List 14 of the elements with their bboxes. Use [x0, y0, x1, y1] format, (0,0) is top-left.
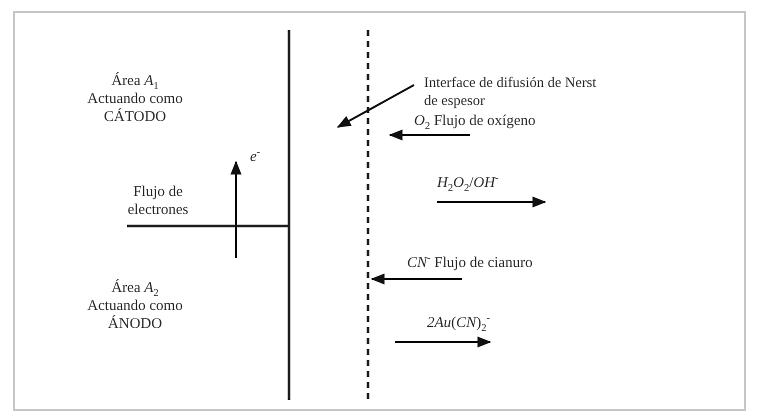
area-label: Área A$_{2}$	[111, 279, 159, 297]
role-label: Actuando como	[87, 297, 183, 315]
electron-label: e$^{-}$	[250, 148, 260, 166]
flux-label: Flujo de electrones	[126, 183, 190, 219]
leader-line	[336, 84, 414, 128]
flux-label: O$_{2}$ Flujo de oxígeno	[414, 112, 536, 130]
diffusion-boundary-line	[366, 30, 370, 400]
area-label: Área A$_{1}$	[111, 72, 159, 90]
electrode-role-label: CÁTODO	[104, 108, 166, 126]
species-label: H$_{2}$O$_{2}$/OH$^{-}$	[437, 174, 499, 192]
role-label: Actuando como	[87, 90, 183, 108]
electrode-role-label: ÁNODO	[108, 315, 162, 333]
callout-text: Interface de difusión de Nerst de espesor	[424, 74, 604, 110]
flux-label: CN$^{-}$ Flujo de cianuro	[407, 254, 533, 272]
